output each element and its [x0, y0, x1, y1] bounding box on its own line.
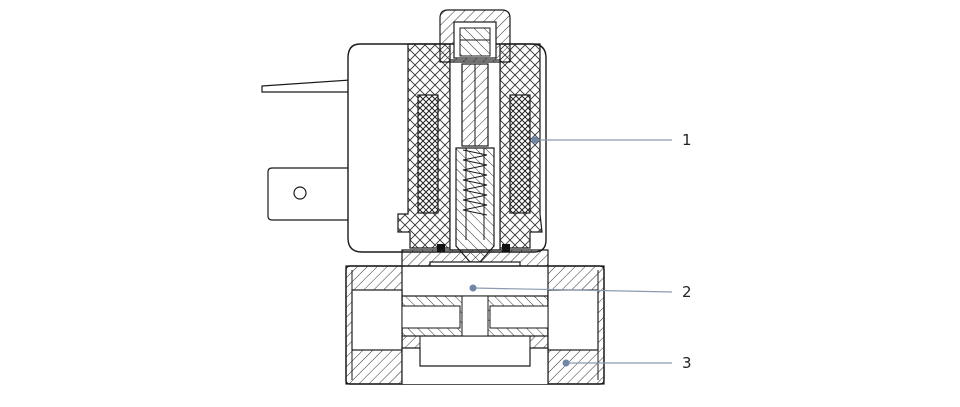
callout-label-2: 2 [682, 283, 692, 301]
leader-line-1 [531, 136, 672, 144]
callout-label-3: 3 [682, 354, 692, 372]
coil-winding-left [417, 94, 439, 214]
fixed-core [461, 63, 489, 147]
coil-winding-right [509, 94, 531, 214]
terminal-tab-lower [267, 167, 351, 221]
plunger [455, 147, 495, 263]
top-nut [439, 9, 511, 63]
leader-line-2 [469, 284, 673, 293]
o-ring-seals [437, 244, 510, 252]
valve-body [345, 265, 605, 385]
leader-line-3 [562, 359, 672, 367]
terminal-blade-upper [261, 79, 351, 93]
callout-label-1: 1 [682, 131, 692, 149]
